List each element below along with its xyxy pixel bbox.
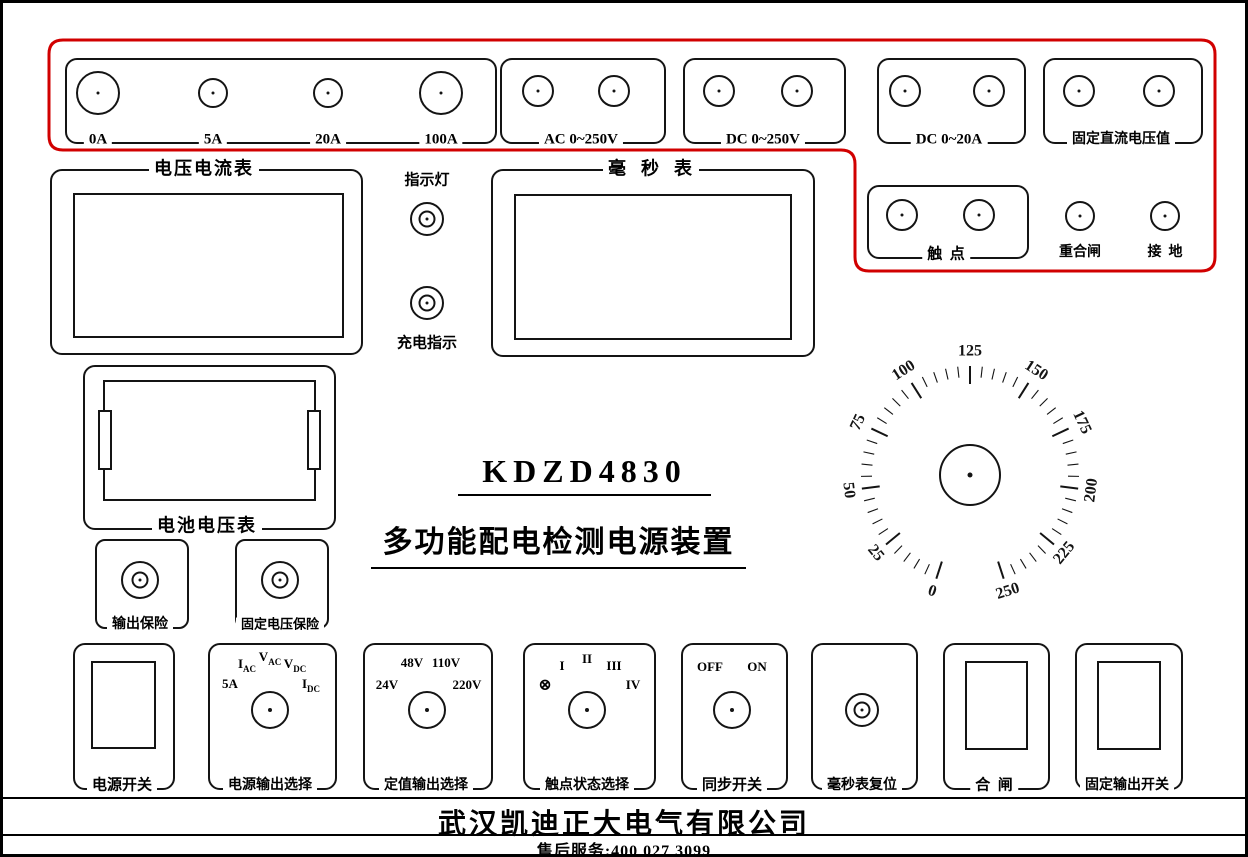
pilot-lamp-label: 指示灯 [399, 172, 455, 190]
volt-current-meter-display [73, 193, 344, 338]
fixed-output-switch[interactable] [1097, 661, 1161, 750]
ground-label: 接 地 [1142, 244, 1188, 262]
footer-divider-bottom [3, 834, 1245, 836]
battery-meter-display [103, 380, 316, 501]
terminal-0a[interactable] [76, 71, 120, 115]
fixed-dc-label: 固定直流电压值 [1067, 131, 1175, 149]
setpoint-select-label: 定值输出选择 [379, 777, 473, 795]
power-switch[interactable] [91, 661, 156, 749]
svg-text:250: 250 [994, 579, 1022, 603]
svg-text:25: 25 [864, 541, 887, 564]
svg-text:75: 75 [847, 411, 869, 433]
setpoint-pos-48v: 48V [400, 655, 424, 670]
ac-250v-label: AC 0~250V [538, 131, 624, 149]
output-zone-outline [47, 38, 1217, 273]
svg-text:125: 125 [958, 343, 982, 360]
svg-text:0: 0 [926, 582, 939, 601]
setpoint-pos-220v: 220V [452, 677, 482, 692]
svg-text:200: 200 [1081, 477, 1101, 503]
contact-pos-1: I [559, 658, 565, 673]
output-select-knob[interactable] [251, 691, 289, 729]
output-fuse-label: 输出保险 [107, 616, 173, 634]
svg-text:100: 100 [889, 357, 918, 384]
reclose-label: 重合闸 [1054, 244, 1106, 262]
company-name: 武汉凯迪正大电气有限公司 [437, 809, 810, 840]
current-terminal-group [65, 58, 497, 144]
contact-pos-3: III [606, 658, 622, 673]
volt-current-meter-label: 电压电流表 [149, 158, 259, 180]
setpoint-pos-110v: 110V [431, 655, 461, 670]
dc-20a-label: DC 0~20A [910, 131, 988, 149]
terminal-fixed-dc-left[interactable] [1063, 75, 1095, 107]
sync-pos-on: ON [747, 659, 767, 674]
terminal-dc20a-right[interactable] [973, 75, 1005, 107]
contact-pos-2: II [581, 651, 593, 666]
terminal-ac250-right[interactable] [598, 75, 630, 107]
terminal-20a[interactable] [313, 78, 343, 108]
contact-select-knob[interactable] [568, 691, 606, 729]
svg-text:50: 50 [839, 481, 858, 499]
charging-lamp-label: 充电指示 [391, 335, 463, 353]
range-dial: 0 25 50 75 100 125 150 175 200 225 250 [839, 343, 1101, 603]
output-select-pos-iac: IAC [237, 656, 257, 674]
dc-250v-label: DC 0~250V [720, 131, 806, 149]
terminal-100a[interactable] [419, 71, 463, 115]
close-switch-label: 合 闸 [970, 777, 1018, 795]
product-name: 多功能配电检测电源装置 [371, 517, 746, 569]
battery-display-right-tab [307, 410, 321, 470]
contact-label: 触 点 [922, 246, 970, 264]
charging-lamp-icon [410, 286, 444, 320]
terminal-dc250-right[interactable] [781, 75, 813, 107]
terminal-reclose[interactable] [1065, 201, 1095, 231]
terminal-0a-label: 0A [83, 131, 113, 149]
close-switch[interactable] [965, 661, 1028, 750]
svg-text:150: 150 [1022, 357, 1051, 384]
terminal-ground[interactable] [1150, 201, 1180, 231]
model-number: KDZD4830 [458, 453, 711, 496]
terminal-contact-left[interactable] [886, 199, 918, 231]
terminal-5a[interactable] [198, 78, 228, 108]
service-phone: 售后服务:400 027 3099 [536, 843, 712, 857]
terminal-fixed-dc-right[interactable] [1143, 75, 1175, 107]
fixed-voltage-fuse-holder[interactable] [261, 561, 299, 599]
output-select-pos-idc: IDC [301, 676, 321, 694]
power-switch-label: 电源开关 [86, 777, 158, 795]
terminal-dc250-left[interactable] [703, 75, 735, 107]
terminal-ac250-left[interactable] [522, 75, 554, 107]
output-select-pos-5a: 5A [222, 676, 238, 692]
contact-pos-4: IV [625, 677, 641, 692]
terminal-100a-label: 100A [419, 131, 463, 149]
contact-select-label: 触点状态选择 [540, 777, 634, 795]
svg-text:225: 225 [1050, 538, 1078, 567]
footer-divider-top [3, 797, 1245, 799]
terminal-20a-label: 20A [310, 131, 346, 149]
ms-reset-label: 毫秒表复位 [822, 777, 902, 795]
pilot-lamp-icon [410, 202, 444, 236]
output-select-label: 电源输出选择 [223, 777, 317, 795]
terminal-5a-label: 5A [198, 131, 228, 149]
terminal-contact-right[interactable] [963, 199, 995, 231]
sync-pos-off: OFF [697, 659, 723, 674]
output-select-pos-vdc: VDC [283, 656, 307, 674]
sync-switch-knob[interactable] [713, 691, 751, 729]
output-fuse-holder[interactable] [121, 561, 159, 599]
contact-pos-off-icon: ⊗ [538, 677, 552, 694]
fixed-voltage-fuse-label: 固定电压保险 [235, 617, 325, 633]
millisecond-meter-display [514, 194, 792, 340]
svg-text:175: 175 [1069, 408, 1095, 437]
dial-knob[interactable] [939, 444, 1001, 506]
output-select-pos-vac: VAC [258, 649, 282, 667]
setpoint-pos-24v: 24V [375, 677, 399, 692]
millisecond-meter-label: 毫 秒 表 [603, 158, 699, 180]
setpoint-select-knob[interactable] [408, 691, 446, 729]
fixed-output-switch-label: 固定输出开关 [1080, 777, 1174, 795]
sync-switch-label: 同步开关 [696, 777, 768, 795]
battery-display-left-tab [98, 410, 112, 470]
battery-meter-label: 电池电压表 [152, 515, 262, 537]
terminal-dc20a-left[interactable] [889, 75, 921, 107]
ms-reset-button[interactable] [845, 693, 879, 727]
